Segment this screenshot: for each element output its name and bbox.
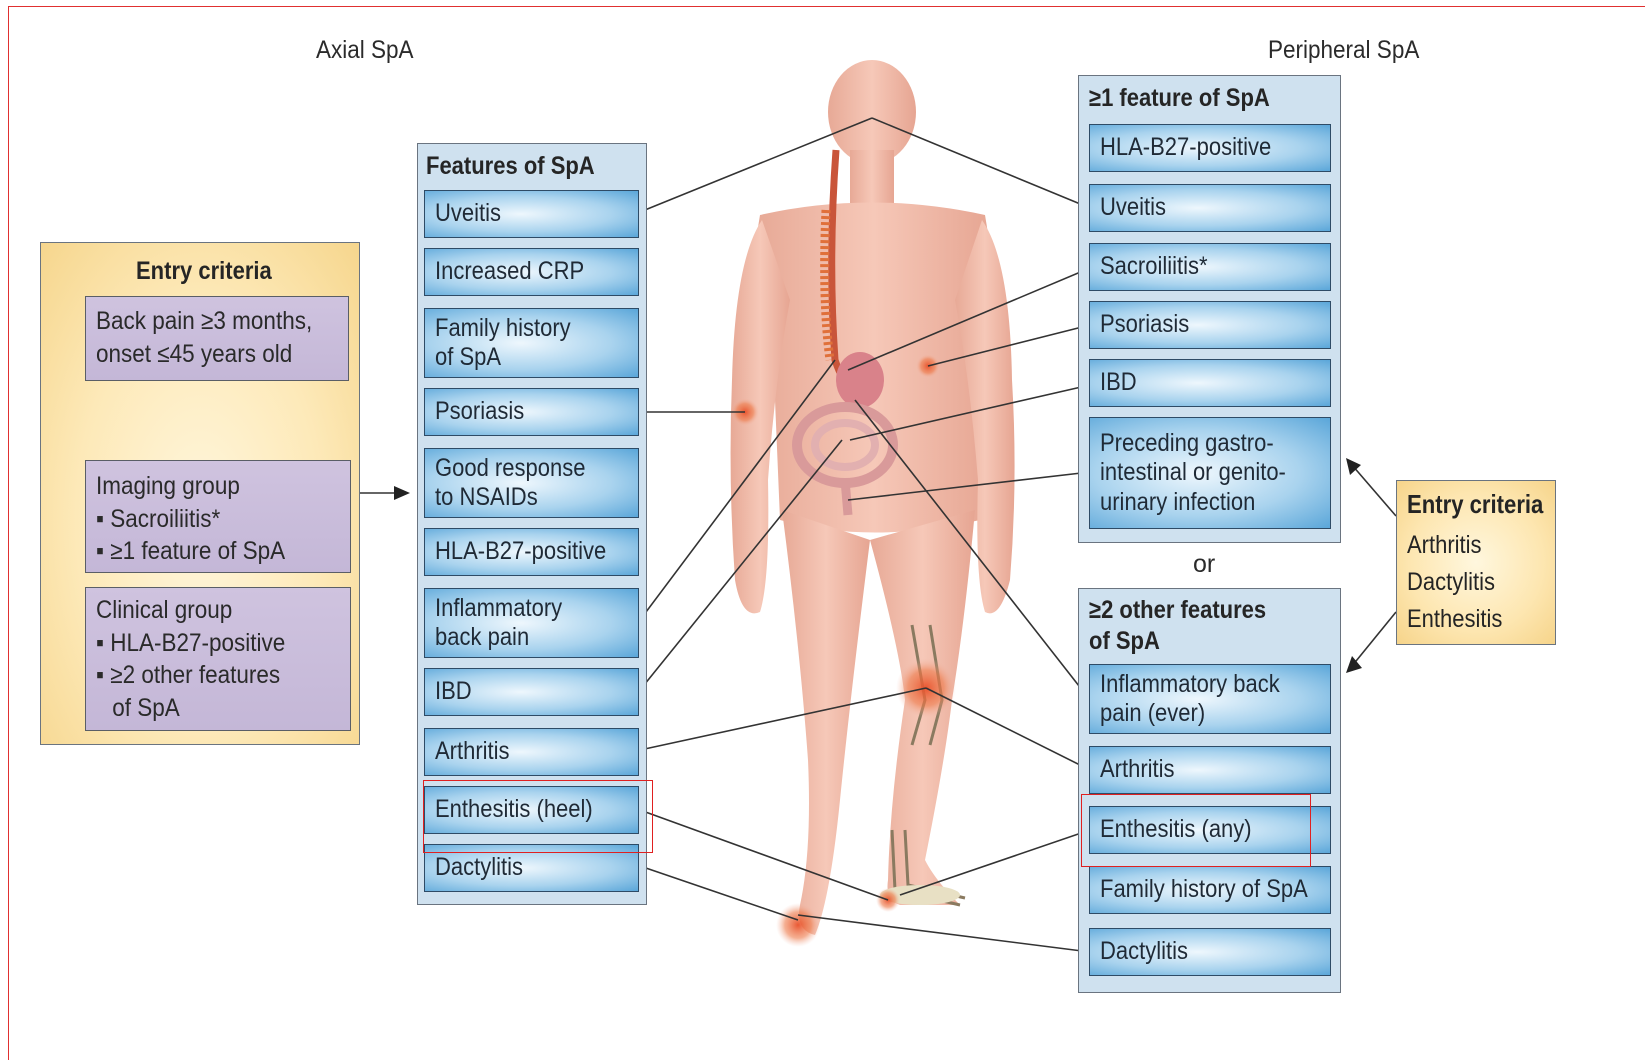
peripheral-entry-item: Dactylitis bbox=[1407, 568, 1495, 597]
feature-uveitis: Uveitis bbox=[424, 190, 639, 238]
or-label: or bbox=[1193, 550, 1215, 579]
feature-label: Uveitis bbox=[435, 199, 605, 229]
clinical-group-line: ▪ HLA-B27-positive bbox=[96, 627, 316, 660]
title-line: ≥2 other features bbox=[1089, 595, 1266, 626]
feature-label: Arthritis bbox=[435, 737, 605, 767]
feature-increased-crp: Increased CRP bbox=[424, 248, 639, 296]
feature-label: urinary infection bbox=[1100, 488, 1294, 518]
peripheral-feature-arthritis: Arthritis bbox=[1089, 746, 1331, 794]
peripheral-spa-heading: Peripheral SpA bbox=[1268, 36, 1419, 65]
peripheral-feature-preceding-infection: Preceding gastro-intestinal or genito-ur… bbox=[1089, 417, 1331, 529]
features-of-spa-title: Features of SpA bbox=[426, 152, 595, 181]
feature-label: Family history of SpA bbox=[1100, 875, 1294, 905]
feature-label: Sacroiliitis* bbox=[1100, 252, 1294, 282]
feature-label: Inflammatory bbox=[435, 594, 605, 624]
feature-label: Uveitis bbox=[1100, 193, 1294, 223]
feature-psoriasis: Psoriasis bbox=[424, 388, 639, 436]
clinical-group-box: Clinical group ▪ HLA-B27-positive ▪ ≥2 o… bbox=[85, 587, 351, 731]
peripheral-feature-sacroiliitis: Sacroiliitis* bbox=[1089, 243, 1331, 291]
peripheral-entry-item: Enthesitis bbox=[1407, 605, 1502, 634]
feature-arthritis: Arthritis bbox=[424, 728, 639, 776]
peripheral-feature-dactylitis: Dactylitis bbox=[1089, 928, 1331, 976]
feature-label: Preceding gastro- bbox=[1100, 429, 1294, 459]
imaging-group-line: ▪ ≥1 feature of SpA bbox=[96, 535, 316, 568]
peripheral-feature-ibd: IBD bbox=[1089, 359, 1331, 407]
feature-label: of SpA bbox=[435, 343, 605, 373]
feature-label: Family history bbox=[435, 314, 605, 344]
feature-label: back pain bbox=[435, 623, 605, 653]
imaging-group-line: ▪ Sacroiliitis* bbox=[96, 503, 316, 536]
feature-label: Dactylitis bbox=[435, 853, 605, 883]
feature-label: pain (ever) bbox=[1100, 699, 1294, 729]
peripheral-entry-item: Arthritis bbox=[1407, 531, 1482, 560]
feature-label: IBD bbox=[1100, 368, 1294, 398]
enthesitis-heel-highlight bbox=[423, 780, 653, 853]
imaging-group-box: Imaging group ▪ Sacroiliitis* ▪ ≥1 featu… bbox=[85, 460, 351, 573]
imaging-group-line: Imaging group bbox=[96, 470, 316, 503]
feature-label: Psoriasis bbox=[435, 397, 605, 427]
clinical-group-line: Clinical group bbox=[96, 594, 316, 627]
peripheral-two-features-title: ≥2 other features of SpA bbox=[1089, 595, 1266, 658]
peripheral-entry-criteria-panel: Entry criteria Arthritis Dactylitis Enth… bbox=[1396, 480, 1556, 645]
back-pain-box: Back pain ≥3 months, onset ≤45 years old bbox=[85, 296, 349, 381]
axial-entry-criteria-title: Entry criteria bbox=[136, 257, 272, 286]
feature-label: Psoriasis bbox=[1100, 310, 1294, 340]
peripheral-feature-family-history: Family history of SpA bbox=[1089, 866, 1331, 914]
feature-label: Dactylitis bbox=[1100, 937, 1294, 967]
back-pain-line: onset ≤45 years old bbox=[96, 338, 314, 371]
enthesitis-any-highlight bbox=[1081, 794, 1311, 867]
feature-label: HLA-B27-positive bbox=[435, 537, 605, 567]
peripheral-entry-criteria-title: Entry criteria bbox=[1407, 489, 1543, 520]
peripheral-feature-hla-b27: HLA-B27-positive bbox=[1089, 124, 1331, 172]
peripheral-feature-uveitis: Uveitis bbox=[1089, 184, 1331, 232]
title-line: of SpA bbox=[1089, 626, 1266, 657]
peripheral-one-feature-title: ≥1 feature of SpA bbox=[1089, 84, 1270, 113]
feature-ibd: IBD bbox=[424, 668, 639, 716]
feature-label: to NSAIDs bbox=[435, 483, 605, 513]
clinical-group-line: of SpA bbox=[96, 692, 316, 725]
feature-label: Arthritis bbox=[1100, 755, 1294, 785]
clinical-group-line: ▪ ≥2 other features bbox=[96, 659, 316, 692]
feature-label: IBD bbox=[435, 677, 605, 707]
peripheral-feature-psoriasis: Psoriasis bbox=[1089, 301, 1331, 349]
feature-label: HLA-B27-positive bbox=[1100, 133, 1294, 163]
feature-label: intestinal or genito- bbox=[1100, 458, 1294, 488]
feature-label: Inflammatory back bbox=[1100, 670, 1294, 700]
feature-label: Increased CRP bbox=[435, 257, 605, 287]
feature-hla-b27: HLA-B27-positive bbox=[424, 528, 639, 576]
feature-label: Good response bbox=[435, 454, 605, 484]
back-pain-line: Back pain ≥3 months, bbox=[96, 305, 314, 338]
axial-spa-heading: Axial SpA bbox=[316, 36, 414, 65]
